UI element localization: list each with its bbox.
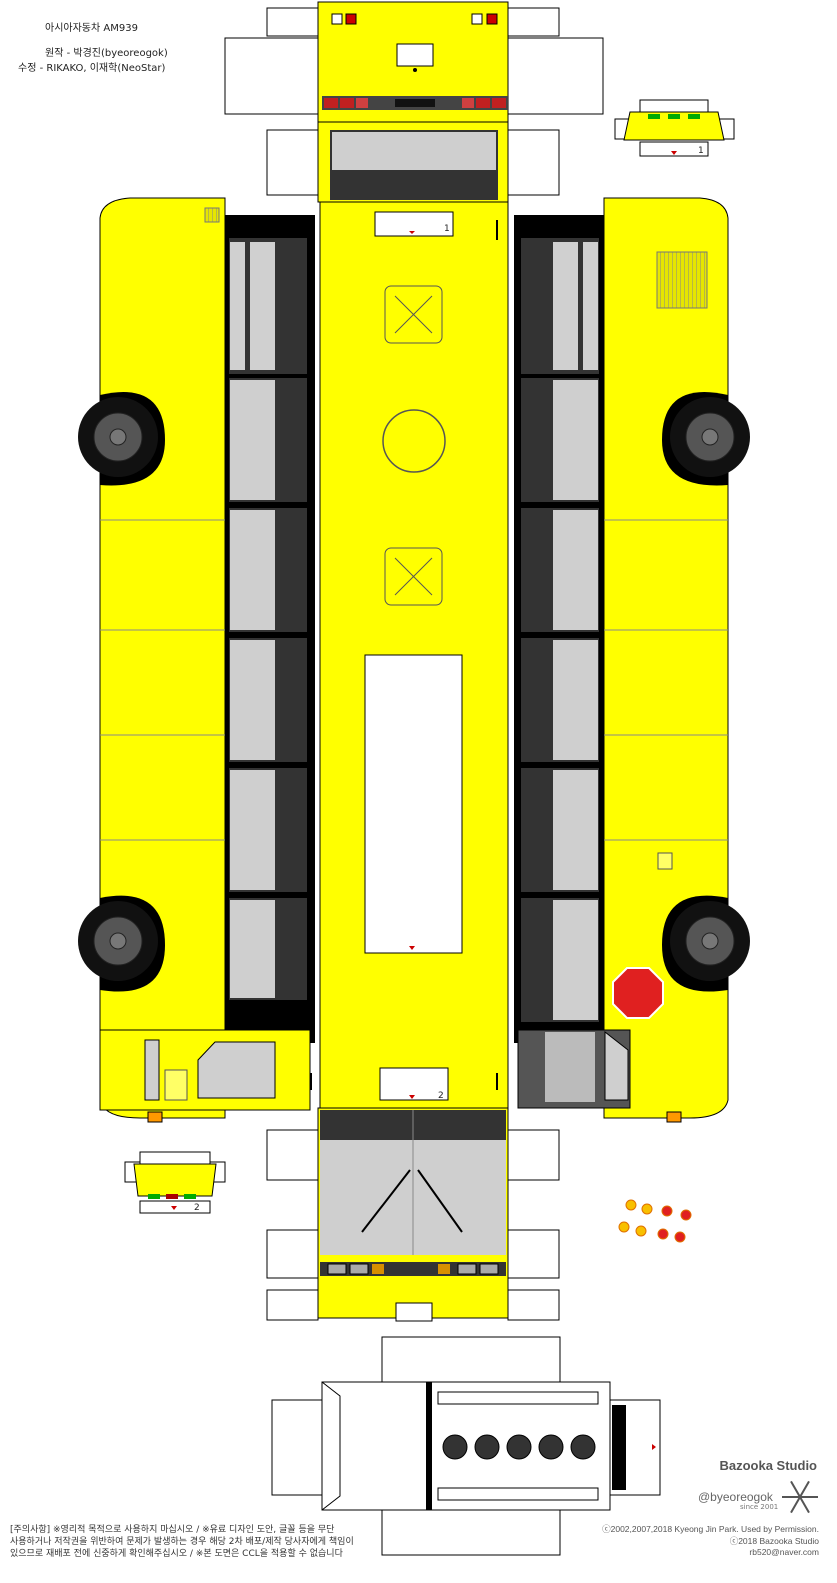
snowflake-icon xyxy=(782,1480,818,1514)
usage-notice: [주의사항] ※영리적 목적으로 사용하지 마십시오 / ※유료 디자인 도안,… xyxy=(10,1524,354,1560)
copyright-line: ⓒ2018 Bazooka Studio xyxy=(729,1535,819,1546)
front-end-panel xyxy=(266,1107,560,1322)
marker-light-decals xyxy=(618,1199,692,1243)
part-number-front-light: 1 xyxy=(698,146,704,156)
copyright-block: ⓒ2002,2007,2018 Kyeong Jin Park. Used by… xyxy=(602,1524,819,1559)
author-handle: @byeoreogok xyxy=(698,1490,773,1504)
notice-line: 있으므로 재배포 전에 신중하게 확인해주십시오 / ※본 도면은 CCL을 적… xyxy=(10,1549,343,1559)
since-label: since 2001 xyxy=(740,1503,779,1511)
modifier-credit: 수정 - RIKAKO, 이재학(NeoStar) xyxy=(18,63,166,74)
underside-panel xyxy=(271,1336,661,1556)
notice-line: 사용하거나 저작권을 위반하여 문제가 발생하는 경우 해당 2차 배포/제작 … xyxy=(10,1537,354,1547)
part-number-rear-roof: 2 xyxy=(438,1091,444,1101)
left-windows xyxy=(229,378,307,1000)
front-light-piece xyxy=(614,99,735,157)
copyright-line: rb520@naver.com xyxy=(749,1547,819,1557)
wheel-icon xyxy=(662,392,750,486)
right-windows xyxy=(521,378,599,1022)
roof-panel xyxy=(310,201,509,1109)
left-side-panel xyxy=(78,197,315,1123)
wheel-icon xyxy=(662,895,750,992)
notice-line: [주의사항] ※영리적 목적으로 사용하지 마십시오 / ※유료 디자인 도안,… xyxy=(10,1525,335,1535)
right-side-panel xyxy=(514,197,750,1123)
model-title: 아시아자동차 AM939 xyxy=(45,23,138,34)
wheel-icon xyxy=(78,895,165,992)
rear-light-piece xyxy=(124,1151,226,1214)
stop-sign-icon xyxy=(612,967,664,1019)
part-number-rear-light: 2 xyxy=(194,1203,200,1213)
part-number-front-roof: 1 xyxy=(444,224,450,234)
brand-name: Bazooka Studio xyxy=(719,1458,817,1473)
wheel-icon xyxy=(78,392,165,486)
copyright-line: ⓒ2002,2007,2018 Kyeong Jin Park. Used by… xyxy=(602,1524,819,1534)
original-author-credit: 원작 - 박경진(byeoreogok) xyxy=(45,48,168,59)
rear-end-panel xyxy=(224,1,604,203)
